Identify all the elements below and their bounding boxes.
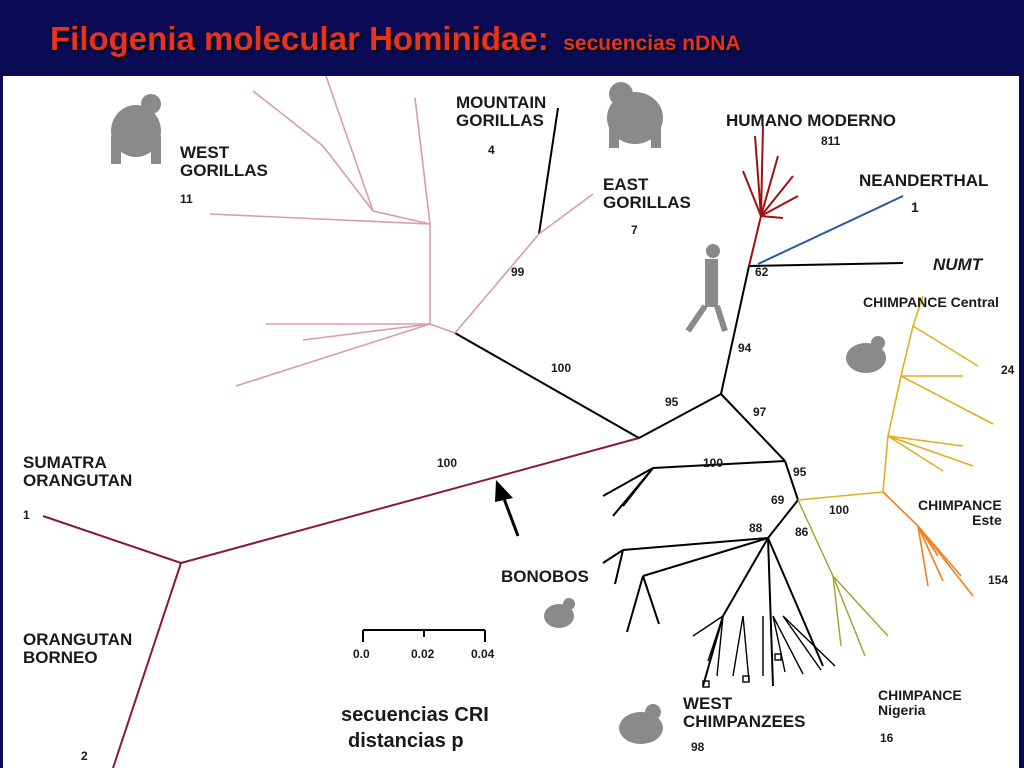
- human-branches: [742, 125, 799, 267]
- chimp-este-branches: [882, 491, 974, 597]
- gorilla-silhouette: [607, 82, 663, 148]
- label-borneo: ORANGUTAN BORNEO: [23, 630, 133, 667]
- slide-title: Filogenia molecular Hominidae: secuencia…: [50, 20, 741, 58]
- bootstrap-value: 94: [738, 341, 752, 355]
- bootstrap-value: 86: [795, 525, 809, 539]
- chimpanzee-silhouette: [619, 704, 663, 744]
- title-bar: Filogenia molecular Hominidae: secuencia…: [0, 0, 1024, 76]
- walking-human: [685, 244, 728, 333]
- label-chimp-central: CHIMPANCE Central: [863, 294, 999, 310]
- gorilla-backbone: [454, 107, 640, 439]
- bootstrap-value: 100: [829, 503, 850, 517]
- gorilla-silhouette: [111, 94, 161, 164]
- count-west-gorillas: 11: [180, 192, 193, 206]
- label-sumatra: SUMATRA ORANGUTAN: [23, 453, 133, 490]
- count-mountain-gorillas: 4: [488, 143, 495, 157]
- chimp-central-branches: [797, 295, 994, 501]
- orangutan-branches: [42, 437, 640, 768]
- label-west-gorillas: WEST GORILLAS: [180, 143, 268, 180]
- bootstrap-value: 100: [703, 456, 724, 470]
- scale-tick-label: 0.0: [353, 647, 370, 661]
- title-main: Filogenia molecular Hominidae:: [50, 20, 549, 57]
- label-chimp-nigeria: CHIMPANCE Nigeria: [878, 687, 962, 718]
- count-chimp-este: 154: [988, 573, 1009, 587]
- bootstrap-value: 69: [771, 493, 785, 507]
- count-east-gorillas: 7: [631, 223, 638, 237]
- label-bonobos: BONOBOS: [501, 567, 589, 586]
- bonobo-silhouette: [544, 598, 575, 628]
- chimpanzee-silhouette: [846, 336, 886, 373]
- arrow-icon: [495, 480, 520, 537]
- gorilla-branches: [209, 76, 594, 387]
- bootstrap-value: 88: [749, 521, 763, 535]
- tree-panel: WEST GORILLAS 11 MOUNTAIN GORILLAS 4 EAS…: [3, 76, 1019, 768]
- count-west-chimpanzees: 98: [691, 740, 705, 754]
- footer-line1: secuencias CRI: [341, 704, 489, 726]
- bootstrap-value: 100: [551, 361, 572, 375]
- scale-tick-label: 0.02: [411, 647, 435, 661]
- phylogenetic-tree: [42, 76, 994, 768]
- label-humano-moderno: HUMANO MODERNO: [726, 111, 896, 130]
- label-chimp-este: CHIMPANCE Este: [918, 497, 1002, 528]
- count-chimp-central: 24: [1001, 363, 1015, 377]
- bootstrap-value: 95: [665, 395, 679, 409]
- label-numt: NUMT: [933, 255, 983, 274]
- bootstrap-value: 95: [793, 465, 807, 479]
- label-east-gorillas: EAST GORILLAS: [603, 175, 691, 212]
- bootstrap-value: 99: [511, 265, 525, 279]
- count-chimp-nigeria: 16: [880, 731, 894, 745]
- scale-bar: [362, 629, 486, 642]
- bootstrap-value: 62: [755, 265, 769, 279]
- count-humano-moderno: 811: [821, 134, 841, 148]
- bootstrap-value: 97: [753, 405, 767, 419]
- scale-tick-label: 0.04: [471, 647, 495, 661]
- label-mountain-gorillas: MOUNTAIN GORILLAS: [456, 93, 547, 130]
- label-west-chimpanzees: WEST CHIMPANZEES: [683, 694, 806, 731]
- title-sub: secuencias nDNA: [563, 32, 741, 55]
- count-borneo: 2: [81, 749, 88, 763]
- count-neanderthal: 1: [911, 199, 919, 215]
- count-sumatra: 1: [23, 508, 30, 522]
- west-chimp-fan: [692, 615, 836, 688]
- footer-line2: distancias p: [348, 730, 464, 752]
- chimp-nigeria-branches: [797, 499, 889, 657]
- main-backbone: [602, 262, 904, 687]
- label-neanderthal: NEANDERTHAL: [859, 171, 989, 190]
- bootstrap-value: 100: [437, 456, 458, 470]
- neanderthal-branch: [757, 195, 904, 265]
